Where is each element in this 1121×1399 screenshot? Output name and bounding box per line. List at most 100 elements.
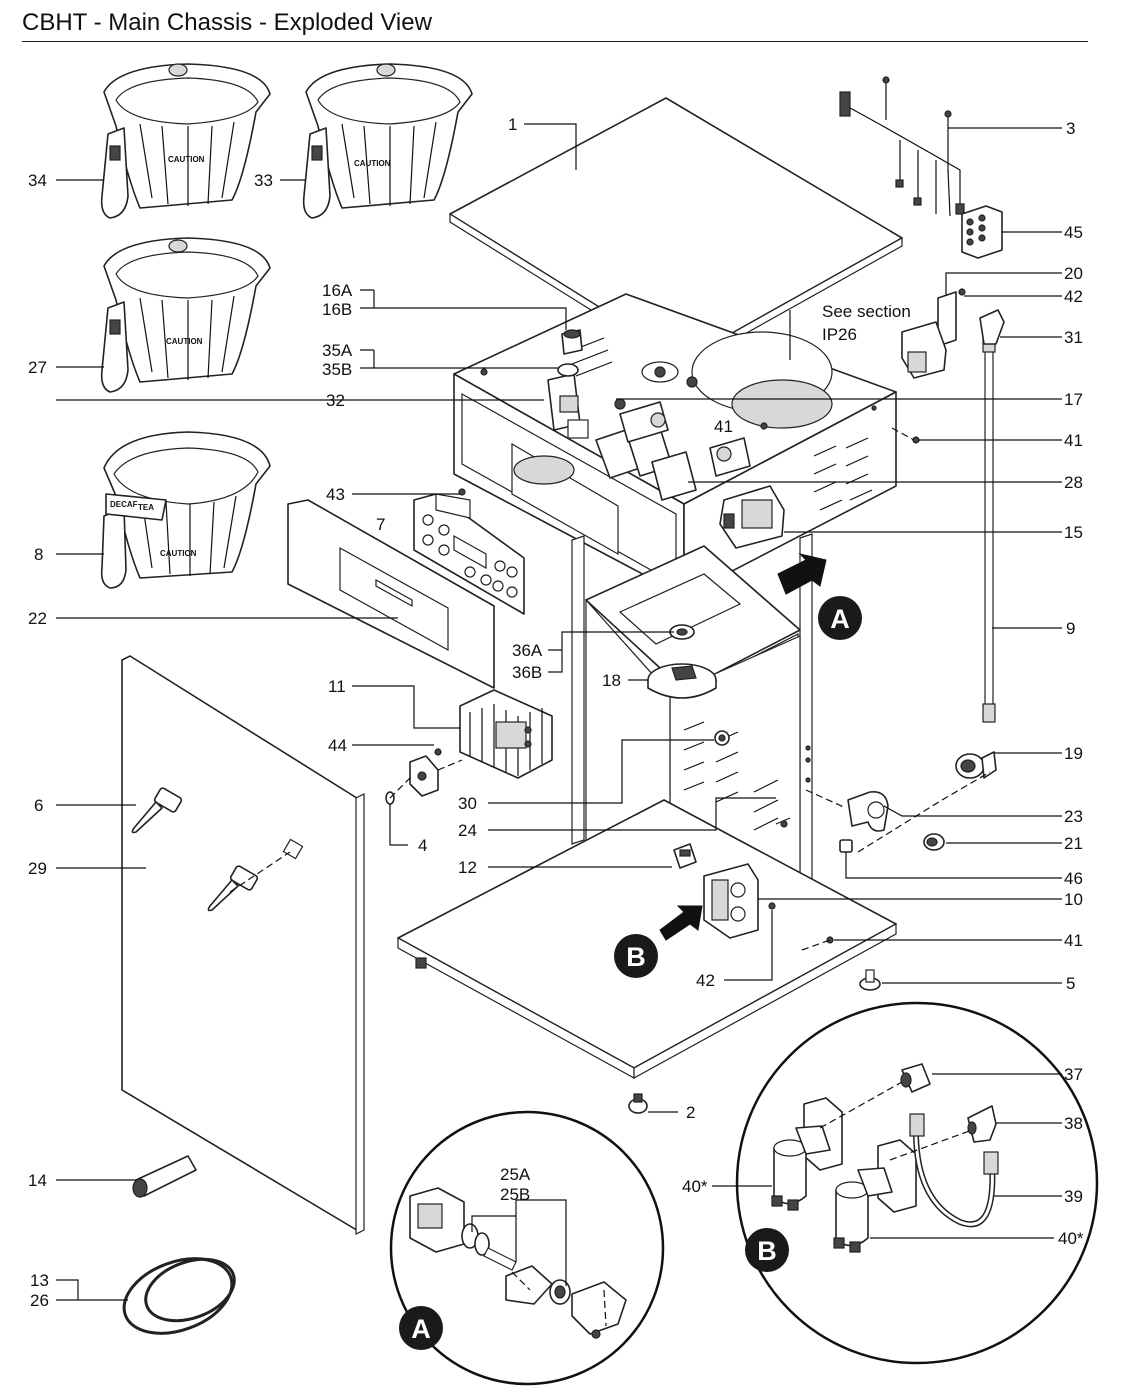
screw-43 [458, 488, 466, 496]
overlay-panel-22 [287, 499, 495, 689]
sprayhead-18 [647, 663, 717, 699]
switch-bracket-44 [409, 748, 442, 797]
caution-text: CAUTION [168, 155, 205, 164]
label-41-top: 41 [714, 417, 733, 436]
knob-6 [131, 787, 183, 834]
inlet-valve-bracket-20 [901, 288, 966, 379]
label-3: 3 [1066, 119, 1075, 138]
callout-arrow-a [777, 553, 862, 640]
o-ring-35 [557, 363, 579, 377]
label-36b: 36B [512, 663, 542, 682]
label-35a: 35A [322, 341, 353, 360]
label-40-right: 40* [1058, 1229, 1084, 1248]
label-19: 19 [1064, 744, 1083, 763]
label-33: 33 [254, 171, 273, 190]
label-39: 39 [1064, 1187, 1083, 1206]
label-8: 8 [34, 545, 43, 564]
label-45: 45 [1064, 223, 1083, 242]
label-25a: 25A [500, 1165, 531, 1184]
label-30: 30 [458, 794, 477, 813]
label-11: 11 [328, 677, 346, 696]
element-14 [132, 1155, 197, 1198]
caution-text: CAUTION [160, 549, 197, 558]
tubing-13-26 [122, 1257, 236, 1335]
label-16a: 16A [322, 281, 353, 300]
label-12: 12 [458, 858, 477, 877]
title-rule [22, 41, 1088, 42]
label-13: 13 [30, 1271, 49, 1290]
label-36a: 36A [512, 641, 543, 660]
callout-a-text: A [830, 604, 850, 634]
fitting-16 [561, 329, 583, 355]
label-38: 38 [1064, 1114, 1083, 1133]
label-2: 2 [686, 1103, 695, 1122]
base-plate [397, 799, 897, 1080]
label-46: 46 [1064, 869, 1083, 888]
wire-harness-3 [839, 76, 965, 217]
label-44: 44 [328, 736, 347, 755]
fitting-30 [714, 730, 730, 746]
foot-5 [859, 969, 881, 991]
detail-circle-b [735, 1001, 1099, 1365]
hose-9 [982, 337, 996, 723]
label-41-bottom: 41 [1064, 931, 1083, 950]
label-10: 10 [1064, 890, 1083, 909]
valve-assembly-32 [547, 373, 589, 439]
section-note-line2: IP26 [822, 325, 857, 344]
label-23: 23 [1064, 807, 1083, 826]
leader-lines [56, 123, 1062, 1327]
badge-b-detail [745, 1228, 789, 1272]
label-42-bottom: 42 [696, 971, 715, 990]
drain-tee-23 [847, 790, 889, 832]
detail-circle-a [389, 1110, 665, 1386]
label-40-left: 40* [682, 1177, 708, 1196]
pin-24 [775, 817, 791, 828]
float-switch-15 [719, 485, 785, 549]
label-28: 28 [1064, 473, 1083, 492]
screw-41 [826, 936, 834, 944]
brew-basket-33: CAUTION [302, 63, 473, 219]
control-board-7 [413, 493, 525, 615]
caution-text: CAUTION [354, 159, 391, 168]
switch-12 [673, 843, 697, 869]
label-35b: 35B [322, 360, 352, 379]
solenoid-valves-28 [595, 398, 768, 501]
elbow-fitting-31 [979, 309, 1005, 345]
brew-basket-8: DECAF TEA CAUTION [100, 431, 271, 589]
label-21: 21 [1064, 834, 1083, 853]
label-17: 17 [1064, 390, 1083, 409]
page-title: CBHT - Main Chassis - Exploded View [22, 9, 432, 36]
label-27: 27 [28, 358, 47, 377]
label-16b: 16B [322, 300, 352, 319]
caution-text: CAUTION [166, 337, 203, 346]
gasket-36-hole [676, 628, 688, 636]
label-31: 31 [1064, 328, 1083, 347]
label-14: 14 [28, 1171, 47, 1190]
label-29: 29 [28, 859, 47, 878]
heat-sink-11 [459, 689, 553, 779]
tea-text: TEA [138, 503, 154, 512]
callout-arrow-b [614, 905, 703, 978]
label-4: 4 [418, 836, 427, 855]
label-25b: 25B [500, 1185, 530, 1204]
label-43: 43 [326, 485, 345, 504]
label-7: 7 [376, 515, 385, 534]
badge-a-detail [399, 1306, 443, 1350]
part-labels: 1 3 45 20 42 31 17 41 41 28 15 9 19 23 2… [28, 115, 1084, 1310]
label-15: 15 [1064, 523, 1083, 542]
label-26: 26 [30, 1291, 49, 1310]
label-37: 37 [1064, 1065, 1083, 1084]
label-24: 24 [458, 821, 477, 840]
label-5: 5 [1066, 974, 1075, 993]
water-inlet-19 [955, 751, 997, 779]
brew-basket-27: CAUTION [100, 237, 271, 393]
inlet-valve-10 [703, 863, 776, 939]
label-32: 32 [326, 391, 345, 410]
section-note-line1: See section [822, 302, 911, 321]
cap-46 [839, 839, 853, 853]
label-18: 18 [602, 671, 621, 690]
label-22: 22 [28, 609, 47, 628]
detail-b-text: B [757, 1236, 777, 1266]
label-20: 20 [1064, 264, 1083, 283]
